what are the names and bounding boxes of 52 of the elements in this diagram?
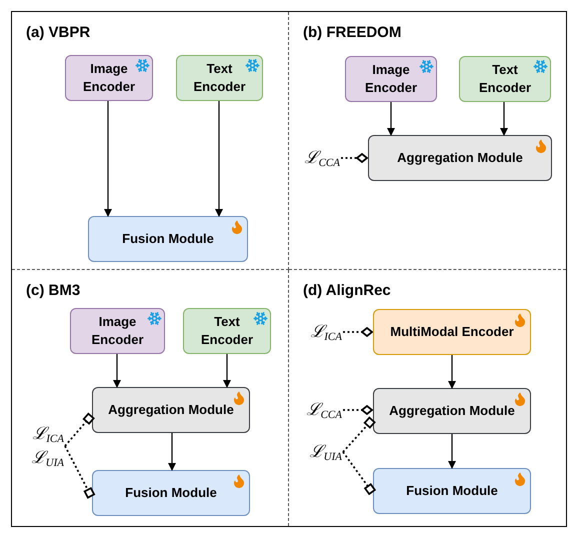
box-label: Image Encoder — [82, 60, 136, 96]
box-label: Fusion Module — [122, 230, 214, 248]
loss-label: ℒ$_{CCA}$ — [304, 147, 340, 170]
dotted-connector — [64, 446, 95, 499]
fusion-module-box — [373, 468, 531, 514]
aggregation-module-box — [368, 135, 552, 181]
fusion-module-box — [92, 470, 250, 516]
box-label: Image Encoder — [364, 61, 418, 97]
fusion-module-box — [88, 216, 248, 262]
box-label: Aggregation Module — [108, 401, 234, 419]
box-label: MultiModal Encoder — [390, 323, 514, 341]
arrow — [215, 101, 223, 217]
box-label: Aggregation Module — [389, 402, 515, 420]
panel-title: (c) BM3 — [26, 281, 80, 301]
arrow — [448, 355, 456, 389]
dotted-connector — [342, 451, 376, 495]
arrow — [104, 101, 112, 217]
box-label: Fusion Module — [125, 484, 217, 502]
multimodal-encoder-box — [373, 309, 531, 355]
aggregation-module-box — [92, 387, 250, 433]
text-encoder-box — [176, 55, 263, 101]
box-label: Text Encoder — [478, 61, 532, 97]
image-encoder-box — [345, 56, 437, 102]
aggregation-module-box — [373, 388, 531, 434]
arrow — [113, 354, 121, 388]
arrow — [168, 433, 176, 471]
image-encoder-box — [70, 308, 165, 354]
box-label: Fusion Module — [406, 482, 498, 500]
dotted-connector — [343, 327, 373, 337]
box-label: Aggregation Module — [397, 149, 523, 167]
panel-title: (b) FREEDOM — [303, 23, 402, 43]
dotted-connector — [341, 153, 368, 163]
box-label: Text Encoder — [192, 60, 246, 96]
dotted-connector — [343, 405, 373, 415]
text-encoder-box — [459, 56, 551, 102]
dotted-connector — [64, 412, 95, 447]
arrow — [387, 102, 395, 136]
loss-label: ℒ$_{CCA}$ — [306, 399, 342, 422]
image-encoder-box — [65, 55, 153, 101]
loss-label: ℒ$_{UIA}$ — [310, 441, 342, 464]
arrow — [500, 102, 508, 136]
arrow — [448, 434, 456, 469]
loss-label: ℒ$_{UIA}$ — [32, 447, 64, 470]
box-label: Text Encoder — [200, 313, 254, 349]
arrow — [223, 354, 231, 388]
box-label: Image Encoder — [90, 313, 144, 349]
dotted-connector — [342, 416, 376, 453]
text-encoder-box — [183, 308, 271, 354]
loss-label: ℒ$_{ICA}$ — [310, 321, 342, 344]
panel-title: (a) VBPR — [26, 23, 90, 43]
loss-label: ℒ$_{ICA}$ — [32, 423, 64, 446]
panel-title: (d) AlignRec — [303, 281, 391, 301]
